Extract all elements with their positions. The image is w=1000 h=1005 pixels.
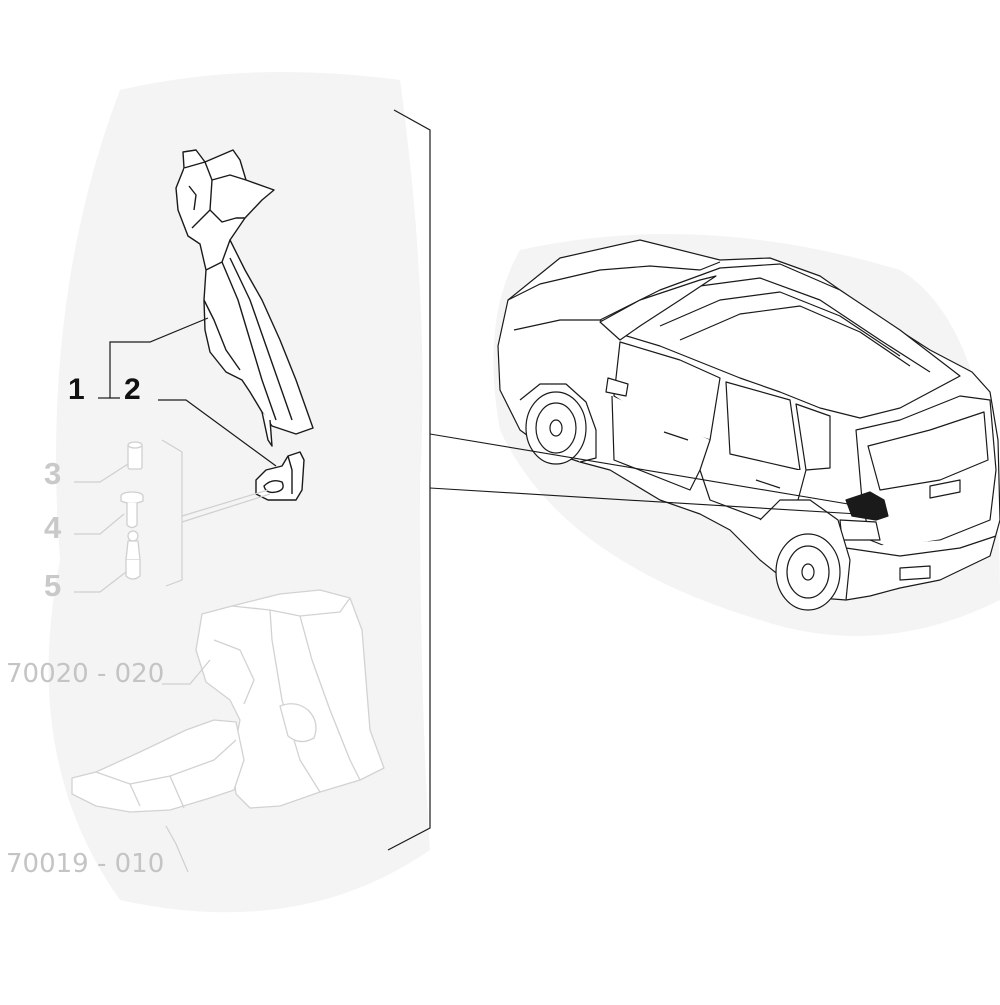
callout-4: 4 <box>44 510 62 545</box>
reference-70020-020: 70020 - 020 <box>6 659 165 689</box>
bracket-part-2 <box>255 451 305 501</box>
reference-70019-010: 70019 - 010 <box>6 849 165 879</box>
reference-assembly-faint <box>71 589 385 813</box>
reference-leaders-faint <box>162 659 211 873</box>
leader-lines-dark <box>98 317 277 467</box>
callout-5: 5 <box>44 568 62 603</box>
callout-2: 2 <box>124 373 141 406</box>
vehicle-illustration <box>497 239 1000 611</box>
leader-lines-faint <box>74 439 271 593</box>
trim-panel-part-1 <box>175 149 314 447</box>
callout-3: 3 <box>44 456 62 491</box>
callout-1: 1 <box>68 373 85 406</box>
fastener-group-faint <box>120 441 144 580</box>
detail-connector-lines <box>429 433 861 515</box>
divider-bracket <box>387 109 431 851</box>
